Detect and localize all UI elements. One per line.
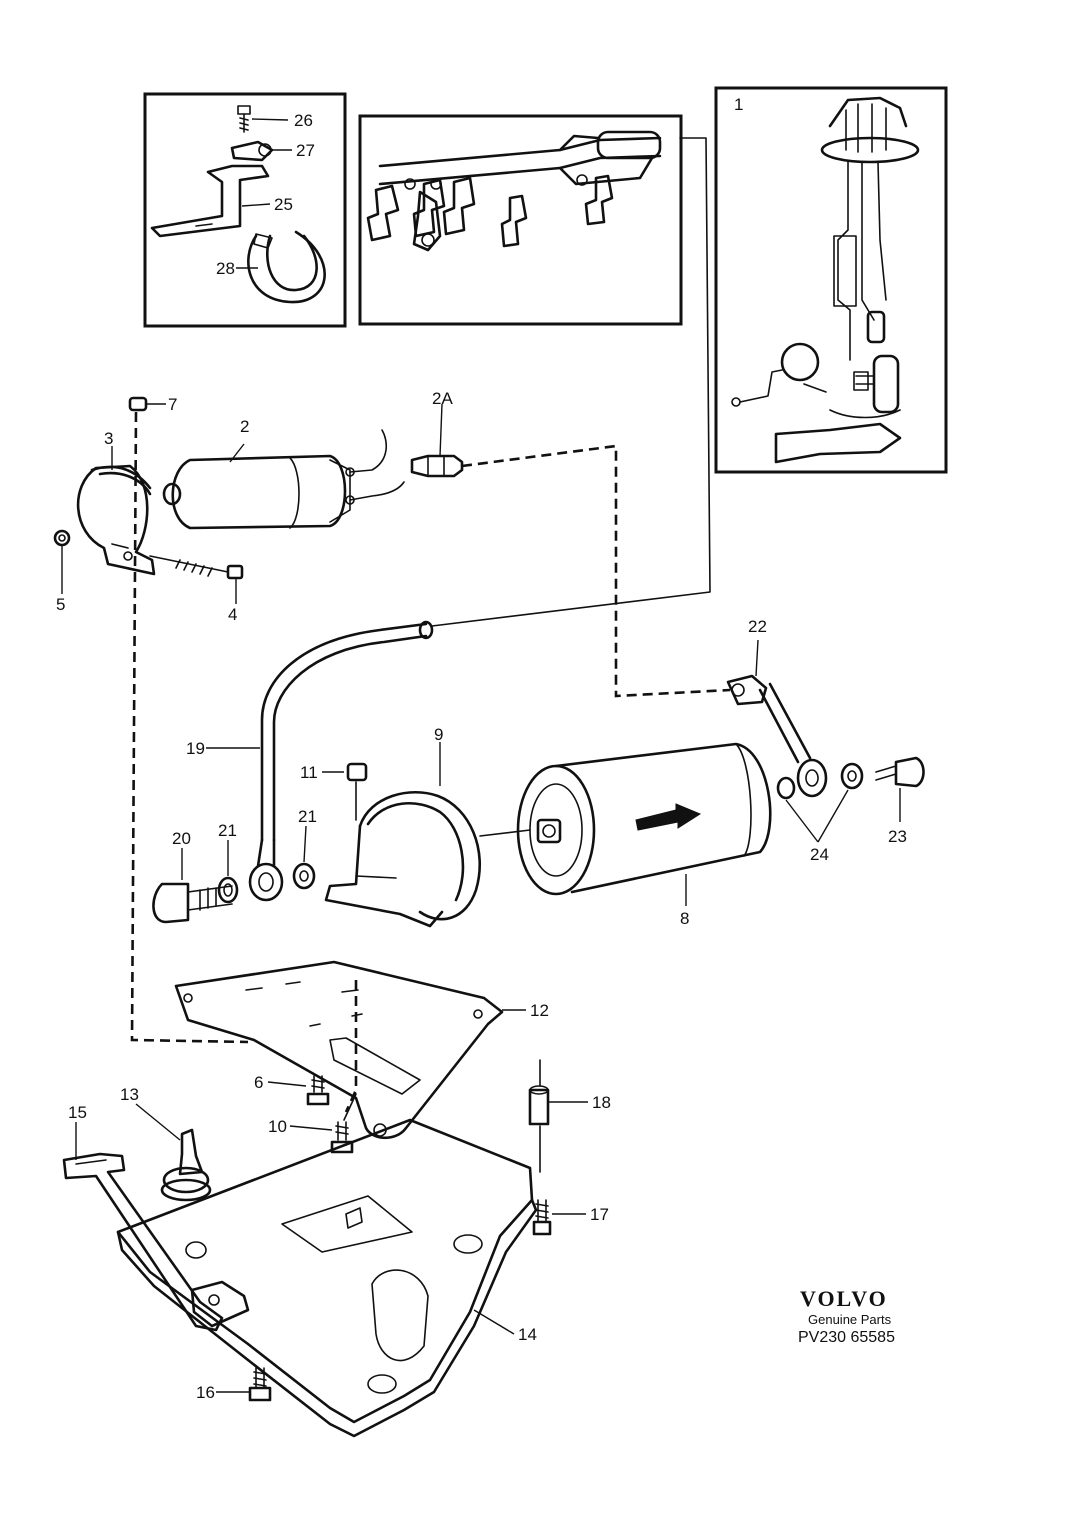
brand-tagline: Genuine Parts (808, 1312, 892, 1327)
callout-12: 12 (530, 1001, 549, 1020)
callout-9: 9 (434, 725, 443, 744)
callout-28: 28 (216, 259, 235, 278)
callout-1: 1 (734, 95, 743, 114)
callout-22: 22 (748, 617, 767, 636)
callout-3: 3 (104, 429, 113, 448)
fuel-hose (130, 137, 731, 1113)
banjo-union (152, 825, 316, 924)
filter-clamp (322, 742, 481, 928)
callout-21a: 21 (218, 821, 237, 840)
callout-7: 7 (168, 395, 177, 414)
callout-8: 8 (680, 909, 689, 928)
callout-17: 17 (590, 1205, 609, 1224)
inset-tank-pump (714, 86, 948, 474)
callout-16: 16 (196, 1383, 215, 1402)
inset-clamp-strap (143, 92, 347, 328)
callout-25: 25 (274, 195, 293, 214)
callout-5: 5 (56, 595, 65, 614)
callout-10: 10 (268, 1117, 287, 1136)
brand-logo: VOLVO (800, 1286, 888, 1311)
callout-18: 18 (592, 1093, 611, 1112)
callout-26: 26 (294, 111, 313, 130)
part-code: PV230 65585 (798, 1329, 895, 1346)
fuel-filter (479, 742, 772, 906)
callout-labels: 1 2 2A 3 4 5 6 7 8 9 10 11 12 13 14 15 1… (56, 95, 907, 1402)
bolts-6-10 (267, 1075, 354, 1154)
callout-2a: 2A (432, 389, 453, 408)
upper-plate (174, 960, 526, 1140)
callout-15: 15 (68, 1103, 87, 1122)
brand-block: VOLVO Genuine Parts PV230 65585 (798, 1286, 895, 1346)
callout-4: 4 (228, 605, 237, 624)
callout-24: 24 (810, 845, 829, 864)
injector-1 (366, 184, 400, 242)
callout-13: 13 (120, 1085, 139, 1104)
pump-assembly (53, 396, 464, 604)
callout-21b: 21 (298, 807, 317, 826)
callout-2: 2 (240, 417, 249, 436)
callout-14: 14 (518, 1325, 537, 1344)
injector-5 (584, 174, 614, 226)
injector-4 (500, 194, 528, 248)
injector-3 (442, 176, 476, 236)
callout-27: 27 (296, 141, 315, 160)
callout-6: 6 (254, 1073, 263, 1092)
outlet-union (726, 639, 925, 843)
callout-19: 19 (186, 739, 205, 758)
callout-11: 11 (300, 763, 318, 782)
inset-fuel-rail (358, 114, 683, 326)
lower-tray (62, 1059, 588, 1438)
callout-20: 20 (172, 829, 191, 848)
callout-23: 23 (888, 827, 907, 846)
